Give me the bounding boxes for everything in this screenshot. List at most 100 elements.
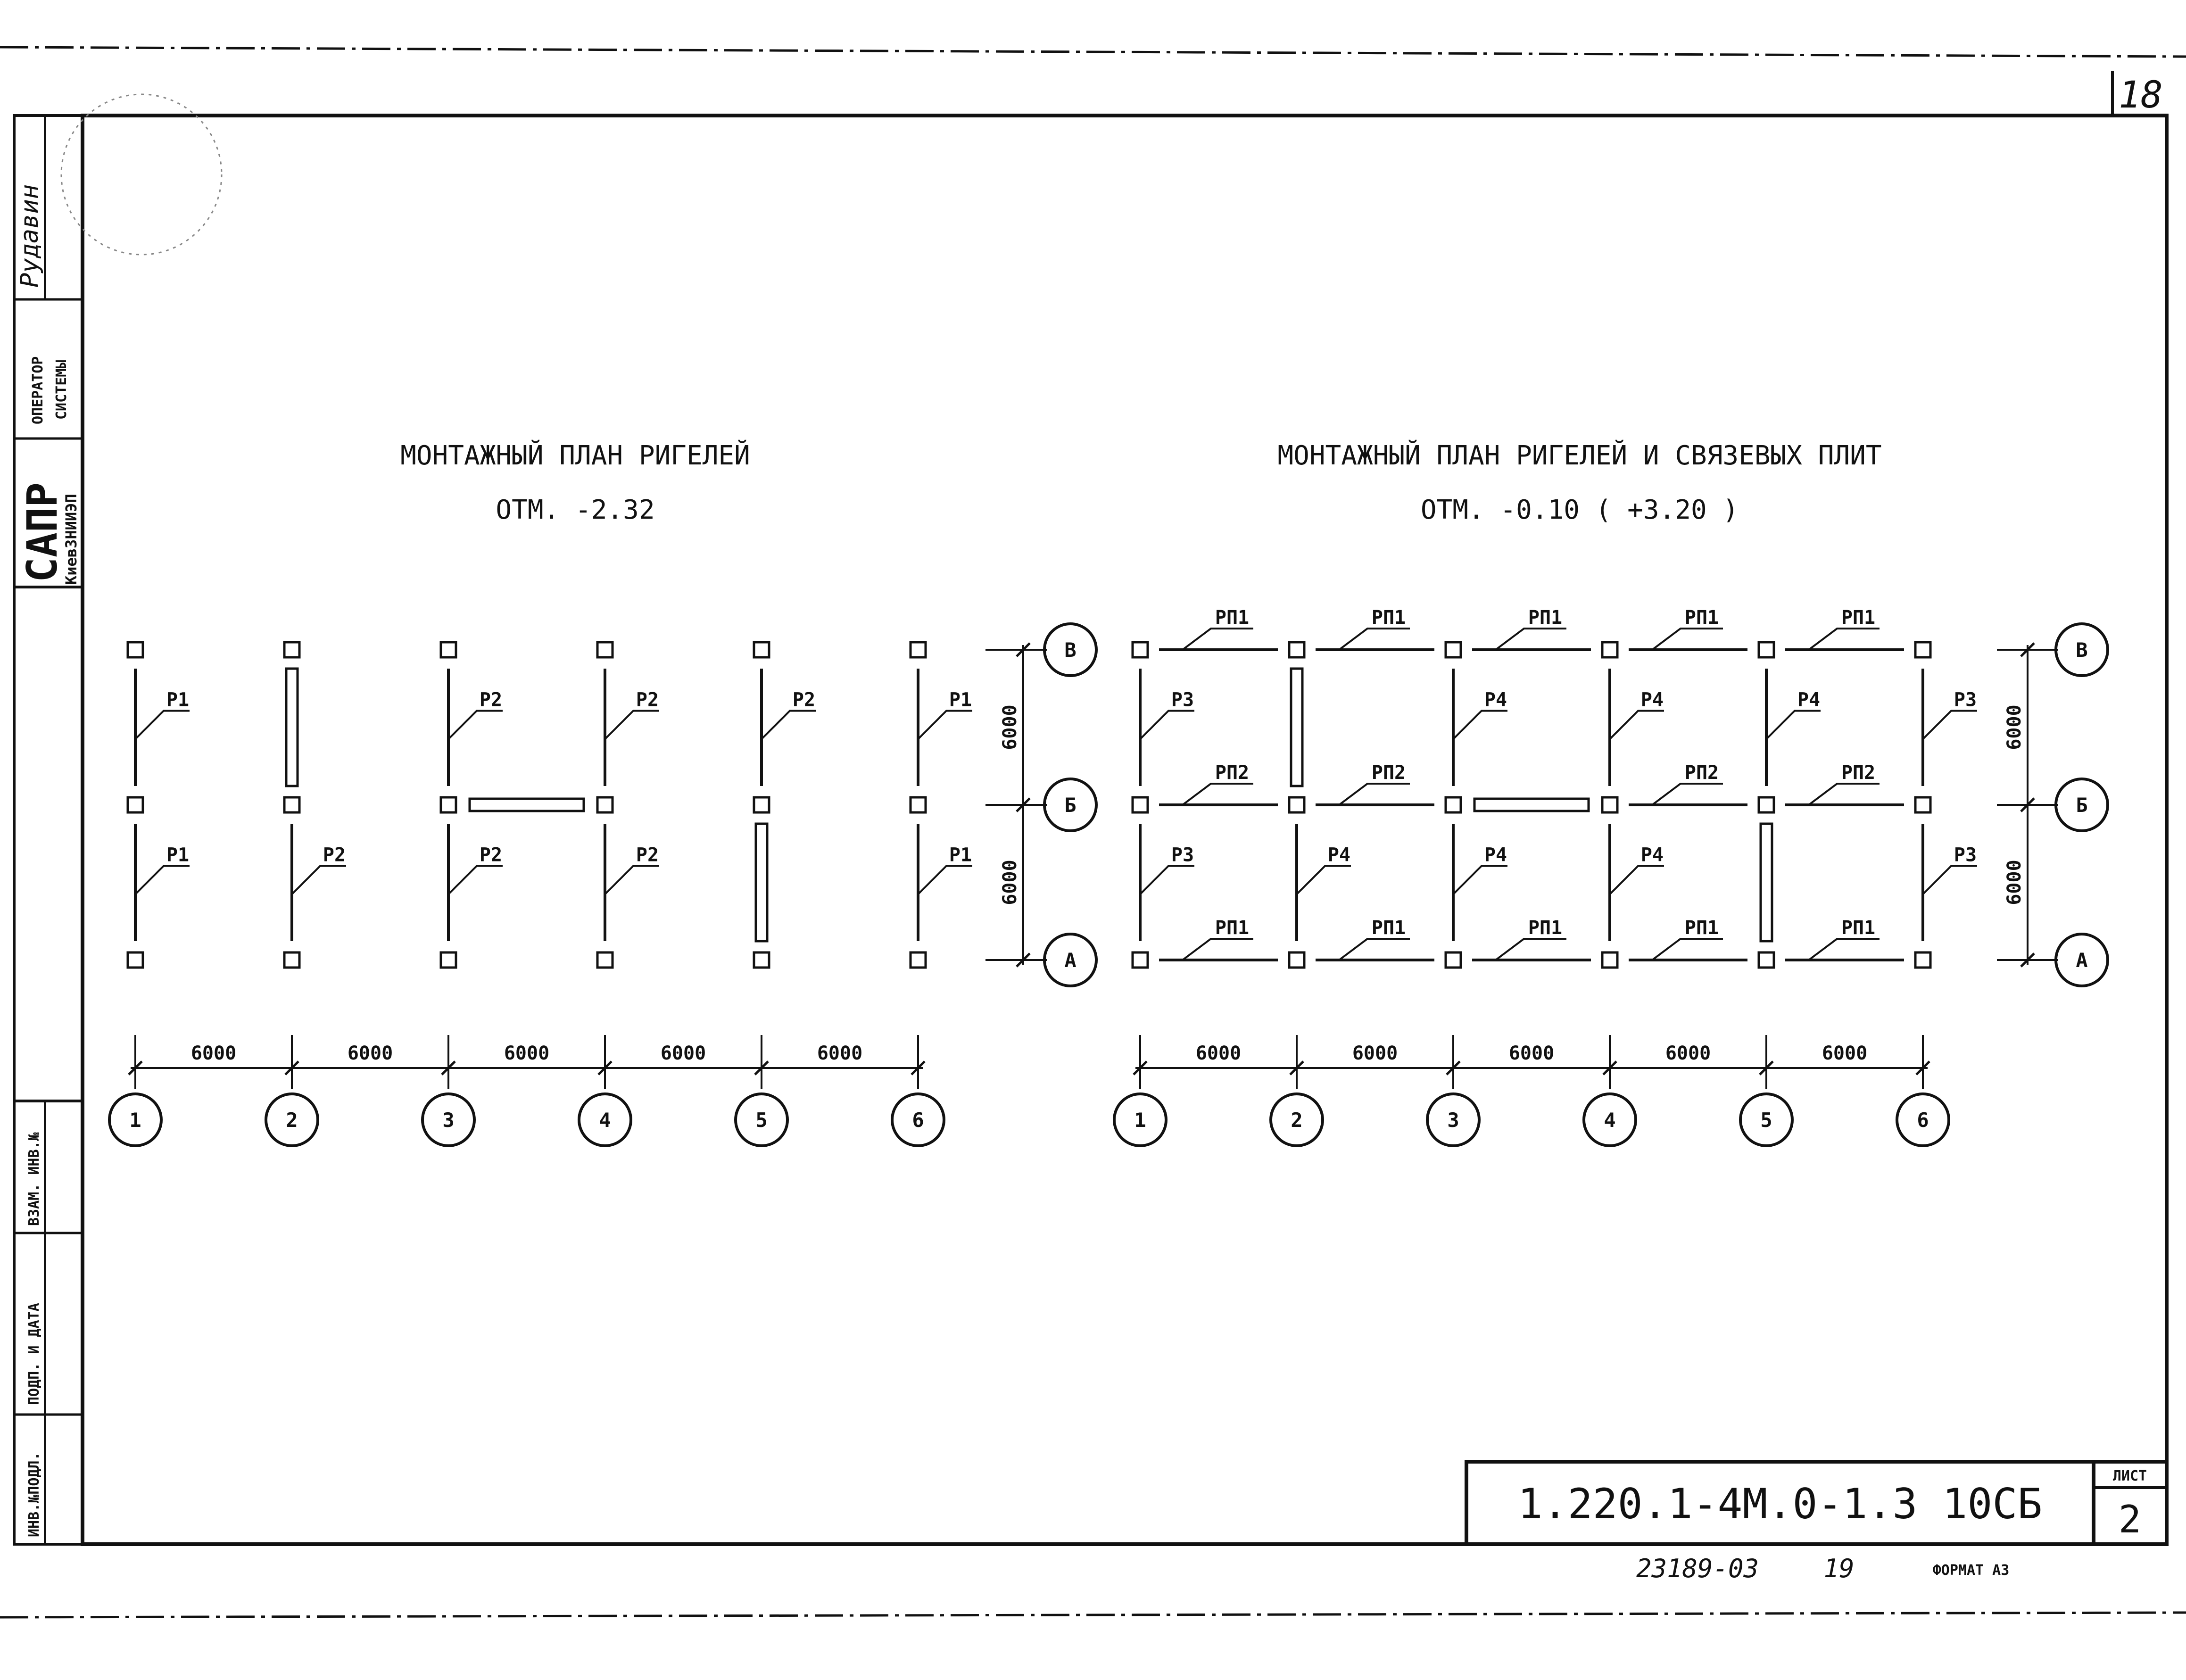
axis-label: 2 [286,1109,298,1132]
archive-sheet: 19 [1823,1554,1854,1583]
leader-line [1296,865,1351,895]
dimension-tick [911,1060,926,1076]
left-plan-elevation: ОТМ. -2.32 [496,495,654,525]
beam-label: Р4 [1641,844,1664,866]
span-dimension: 6000 [1822,1043,1867,1064]
inventory-fields: ИНВ.№ПОДЛ. ПОДП. И ДАТА ВЗАМ. ИНВ.№ [13,1100,84,1546]
leader-line [1651,938,1723,961]
span-dimension: 6000 [661,1043,706,1064]
axis-label: 2 [1291,1109,1302,1132]
dimension-tick [754,1060,769,1076]
span-dimension: 6000 [1665,1043,1711,1064]
axis-label: 6 [1917,1109,1929,1132]
column-node [1601,796,1619,814]
tie-plate-horizontal [468,797,585,812]
leader-line [1452,865,1507,895]
right-plan-title: МОНТАЖНЫЙ ПЛАН РИГЕЛЕЙ И СВЯЗЕВЫХ ПЛИТ [1277,440,1881,471]
column-node [753,641,770,659]
beam-label: Р3 [1171,689,1194,711]
dimension-tick [1759,1060,1774,1076]
column-node [909,951,927,969]
leader-line [1609,865,1664,895]
plate-label: РП1 [1685,607,1719,629]
leader-line [1922,865,1977,895]
column-node [1288,951,1306,969]
plate-label: РП1 [1372,917,1406,939]
sheet-format: ФОРМАТ А3 [1933,1562,2010,1579]
row-axis-bubble [1043,933,1098,987]
operator-name: Рудавин [16,184,44,288]
axis-bubble [1113,1092,1168,1147]
archive-number: 23189-03 [1636,1554,1759,1583]
axis-label: 5 [1760,1109,1772,1132]
row-axis-label: А [1064,949,1076,972]
leader-line [604,865,659,895]
axis-label: 3 [1447,1109,1459,1132]
axis-bubble [578,1092,632,1147]
beam-label: Р2 [636,689,659,711]
span-dimension: 6000 [817,1043,862,1064]
axis-bubble [891,1092,945,1147]
beam-label: Р1 [949,844,972,866]
scan-edge-top [0,46,2186,58]
row-dimension: 6000 [2004,704,2025,750]
column-node [1757,796,1775,814]
outer-frame [81,114,2169,1546]
approval-seal [60,93,223,256]
beam-label: Р2 [480,689,502,711]
axis-label: 1 [1134,1109,1146,1132]
operator-label-2: СИСТЕМЫ [53,360,70,420]
column-node [1601,641,1619,659]
column-node [126,796,144,814]
plate-label: РП2 [1372,762,1406,784]
leader-line [447,865,503,895]
org-sub: КиевЗНИИЭП [62,494,80,585]
row-axis-label: Б [1064,794,1076,817]
fields-box [13,1100,84,1546]
row-axis-label: Б [2076,794,2087,817]
margin-stamp: Рудавин ОПЕРАТОР СИСТЕМЫ САПР КиевЗНИИЭП [13,114,84,588]
leader-line [1338,628,1410,651]
leader-line [1808,938,1880,961]
column-node [1288,641,1306,659]
leader-line [1808,783,1880,806]
dimension-tick [1446,1060,1461,1076]
row-axis-label: В [2076,638,2087,662]
beam-label: Р4 [1484,689,1507,711]
beam-label: Р4 [1328,844,1350,866]
leader-line [761,710,816,740]
span-dimension: 6000 [1352,1043,1398,1064]
column-node [753,796,770,814]
plate-label: РП1 [1372,607,1406,629]
plate-label: РП1 [1215,917,1249,939]
column-node [126,951,144,969]
column-node [1757,641,1775,659]
tie-plate-horizontal [1473,797,1590,812]
column-node [1288,796,1306,814]
dimension-tick [1133,1060,1148,1076]
column-node [1131,951,1149,969]
column-node [909,796,927,814]
span-dimension: 6000 [1196,1043,1241,1064]
designation: 1.220.1-4М.0-1.3 10СБ [1518,1480,2043,1528]
axis-bubble [1739,1092,1794,1147]
dimension-tick [441,1060,456,1076]
row-axis-bubble [2054,933,2109,987]
sheet-number: 2 [2119,1498,2141,1541]
beam-label: Р4 [1797,689,1820,711]
column-node [1444,951,1462,969]
row-axis-bubble [1043,778,1098,832]
axis-bubble [108,1092,163,1147]
axis-bubble [734,1092,789,1147]
page-number: 18 [2119,74,2163,116]
scan-edge-bottom [0,1611,2186,1619]
leader-line [1338,783,1410,806]
leader-line [1495,628,1566,651]
row-axis-label: А [2076,949,2087,972]
column-node [1131,796,1149,814]
dimension-tick [597,1060,613,1076]
beam-label: Р4 [1641,689,1664,711]
